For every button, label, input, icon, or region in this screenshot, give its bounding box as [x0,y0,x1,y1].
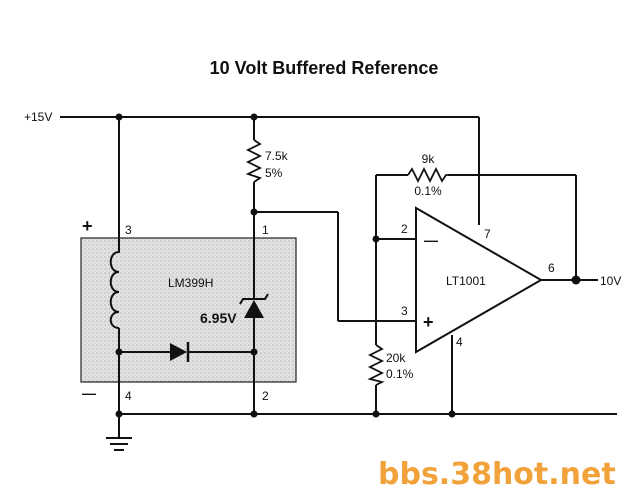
resistor-7k5 [245,139,263,183]
r-feedback-value: 9k [422,152,436,166]
lm399h-pin-4: 4 [125,389,132,403]
supply-label: +15V [24,110,52,124]
r-feedback-tolerance: 0.1% [414,184,442,198]
r-top-tolerance: 5% [265,166,283,180]
output-label: 10V [600,274,621,288]
r-top-value: 7.5k [265,149,289,163]
opamp-triangle [415,206,544,354]
opamp-pin-6: 6 [548,261,555,275]
opamp-pin-4: 4 [456,335,463,349]
junction-dots [115,113,581,418]
opamp-noninverting-sign: + [423,312,434,332]
resistor-20k [367,344,385,386]
opamp-pin-7: 7 [484,227,491,241]
opamp-pin-2: 2 [401,222,408,236]
lm399h-pin-1: 1 [262,223,269,237]
lm399h-plus-sign: + [82,216,93,236]
opamp-inverting-sign: — [424,232,438,248]
lm399h-pin-3: 3 [125,223,132,237]
diagram-title: 10 Volt Buffered Reference [210,58,439,78]
zener-symbol [244,300,264,318]
zener-voltage-label: 6.95V [200,310,237,326]
lm399h-pin-2: 2 [262,389,269,403]
wires [68,116,617,438]
watermark-text: bbs.38hot.net [378,457,616,492]
r-ground-tolerance: 0.1% [386,367,414,381]
diode-symbol [170,343,187,361]
opamp-pin-3: 3 [401,304,408,318]
ground-icon [106,437,132,451]
resistor-9k [407,166,448,184]
lm399h-label: LM399H [168,276,213,290]
heater-coil [109,250,120,329]
opamp-label: LT1001 [446,274,486,288]
r-ground-value: 20k [386,351,406,365]
lm399h-minus-sign: — [82,385,96,401]
